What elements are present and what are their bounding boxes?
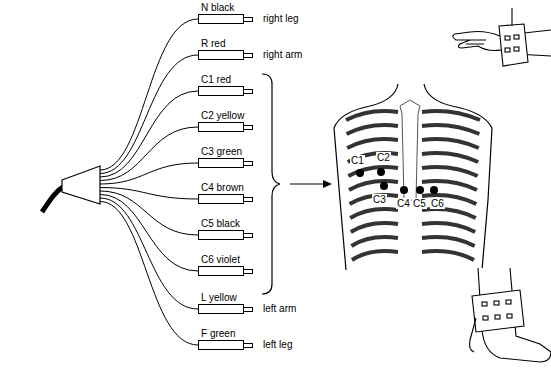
arrowhead	[323, 180, 332, 188]
lead-connector: F green	[198, 328, 244, 350]
lead-label: C2 yellow	[198, 110, 244, 121]
lead-connector: N black	[198, 2, 244, 24]
plug-tip	[243, 161, 253, 166]
lead-label: C6 violet	[198, 254, 244, 265]
plug-body	[198, 194, 244, 204]
electrode-label: C2	[376, 152, 391, 163]
plug-tip	[243, 269, 253, 274]
lead-connector: C6 violet	[198, 254, 244, 276]
arrow-line	[290, 183, 326, 184]
sternum	[400, 100, 420, 200]
lead-label: C5 black	[198, 218, 244, 229]
lead-connector: C4 brown	[198, 182, 244, 204]
electrode-label: C6	[430, 198, 445, 209]
plug-tip	[243, 307, 253, 312]
lead-label: R red	[198, 38, 244, 49]
lead-label: C1 red	[198, 74, 244, 85]
torso-outline	[334, 84, 492, 270]
lead-label: C4 brown	[198, 182, 244, 193]
electrode-label: C4	[396, 198, 411, 209]
plug-body	[198, 50, 244, 60]
lead-connector: C3 green	[198, 146, 244, 168]
plug-body	[198, 122, 244, 132]
plug-body	[198, 304, 244, 314]
lead-connector: L yellow	[198, 292, 244, 314]
plug-tip	[243, 17, 253, 22]
lead-connector: C1 red	[198, 74, 244, 96]
bracket	[262, 74, 280, 294]
lead-connector: C5 black	[198, 218, 244, 240]
limb-label: right arm	[262, 49, 303, 60]
plug-tip	[243, 53, 253, 58]
plug-body	[198, 266, 244, 276]
leg-with-clamp	[470, 268, 551, 362]
lead-wires	[100, 19, 198, 345]
plug-tip	[243, 89, 253, 94]
ribs	[346, 111, 480, 260]
plug-body	[198, 340, 244, 350]
electrodes	[356, 168, 438, 194]
lead-label: C3 green	[198, 146, 244, 157]
lead-label: N black	[198, 2, 244, 13]
cable-hub	[62, 166, 100, 204]
lead-connector: R red	[198, 38, 244, 60]
lead-label: F green	[198, 328, 244, 339]
electrode-label: C5	[412, 198, 427, 209]
cable	[42, 186, 64, 212]
limb-label: left arm	[262, 303, 297, 314]
plug-body	[198, 158, 244, 168]
plug-body	[198, 14, 244, 24]
lead-connector: C2 yellow	[198, 110, 244, 132]
electrode-label: C1	[350, 155, 365, 166]
limb-label: left leg	[262, 339, 293, 350]
limb-label: right leg	[262, 13, 300, 24]
electrode-label: C3	[372, 194, 387, 205]
plug-tip	[243, 125, 253, 130]
arm-with-clamp	[453, 8, 551, 66]
plug-tip	[243, 343, 253, 348]
lead-label: L yellow	[198, 292, 244, 303]
plug-body	[198, 86, 244, 96]
plug-body	[198, 230, 244, 240]
plug-tip	[243, 197, 253, 202]
plug-tip	[243, 233, 253, 238]
